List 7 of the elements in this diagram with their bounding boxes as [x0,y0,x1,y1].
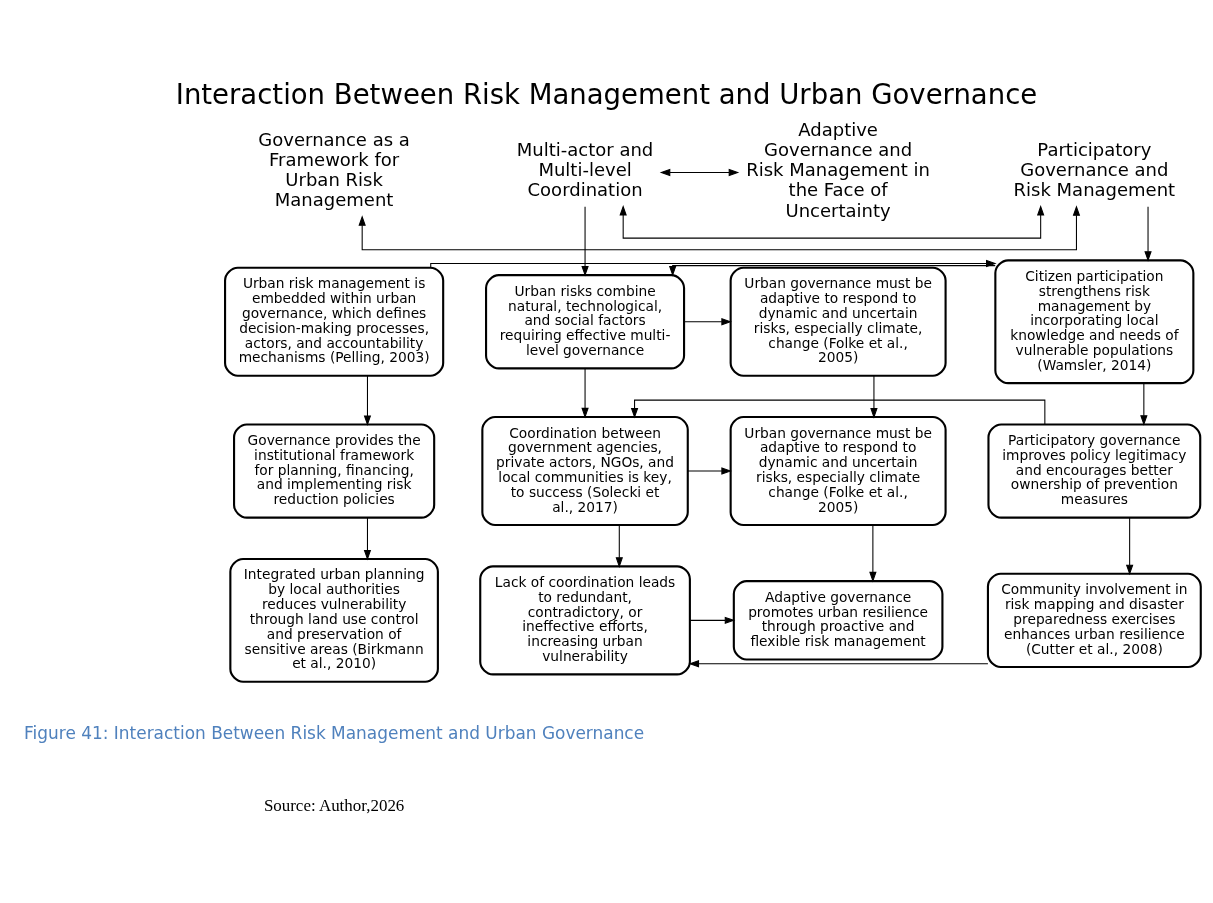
node-text: Adaptive Governance and Risk Management in the Face of Uncertainty [746,118,930,221]
caption: Figure 41: Interaction Between Risk Management and Urban Governance [24,722,645,743]
diagram-title: Interaction Between Risk Management and Urban Governance [175,77,1038,110]
node-text: Multi-actor and Multi-level Coordination [516,138,654,200]
label: Source: Author,2026 [263,795,405,815]
node-text: Governance as a Framework for Urban Risk Management [258,128,410,210]
node-text: Participatory Governance and Risk Management [1013,138,1176,200]
